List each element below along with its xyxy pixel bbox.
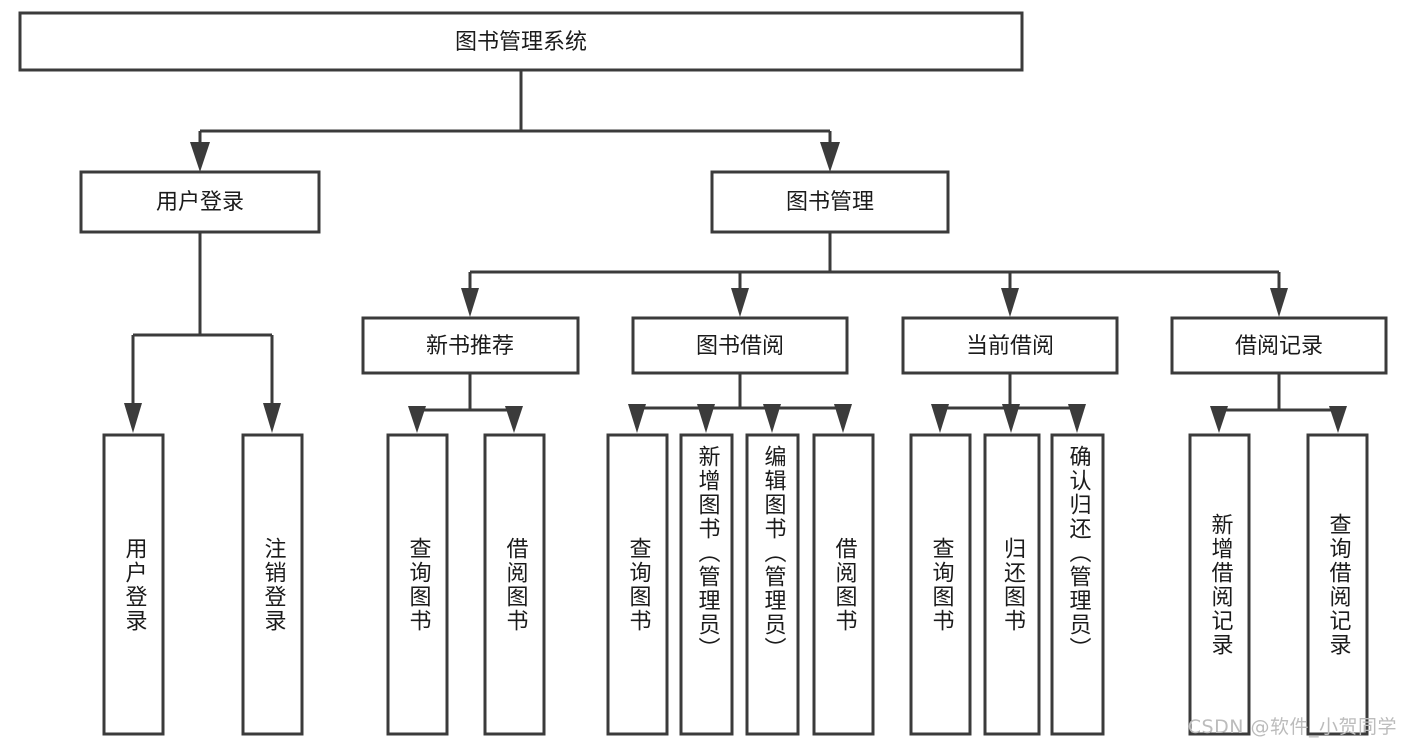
leaf-box-query-book-3[interactable] [909,433,972,736]
leaf-box-logout[interactable] [241,433,304,736]
node-current-borrow-box[interactable] [901,316,1119,375]
leaf-box-confirm-return[interactable] [1050,433,1105,736]
connector-group-user-login [124,232,281,433]
arrow-head-leaf-query-book-3 [931,404,949,433]
leaf-box-add-record[interactable] [1188,433,1251,736]
leaf-box-borrow-book-2[interactable] [812,433,875,736]
leaf-box-query-book-2[interactable] [606,433,669,736]
connector-group-book-borrow [628,373,852,433]
leaf-box-user-login[interactable] [102,433,165,736]
node-current-borrow-label: 当前借阅 [966,334,1054,359]
node-user-login-box[interactable] [79,170,321,234]
node-current-borrow[interactable]: 当前借阅 [901,316,1119,375]
arrow-head-new-book-rec [461,288,479,317]
node-book-manage-label: 图书管理 [786,190,874,215]
arrow-head-leaf-add-record [1210,406,1228,433]
leaf-box-borrow-book-1[interactable] [483,433,546,736]
arrow-head-leaf-query-book-1 [408,406,426,433]
leaf-box-query-book-1[interactable] [386,433,449,736]
node-user-login-label: 用户登录 [156,190,244,215]
connector-group-root [190,70,840,172]
arrow-head-leaf-query-record [1329,406,1347,433]
arrow-head-current-borrow [1001,288,1019,317]
node-book-manage[interactable]: 图书管理 [710,170,950,234]
arrow-head-borrow-record [1270,288,1288,317]
connector-group-borrow-record [1210,373,1347,433]
node-book-manage-box[interactable] [710,170,950,234]
arrow-head-leaf-return-book [1002,404,1020,433]
arrow-head-leaf-borrow-book-2 [834,404,852,433]
node-new-book-rec[interactable]: 新书推荐 [361,316,580,375]
arrow-head-leaf-logout [263,403,281,433]
csdn-watermark: CSDN @软件_小贺同学 [1187,716,1397,738]
node-book-borrow[interactable]: 图书借阅 [631,316,849,375]
arrow-head-leaf-confirm-return [1068,404,1086,433]
node-new-book-rec-label: 新书推荐 [426,334,514,359]
arrow-head-leaf-add-book [697,404,715,433]
arrow-head-leaf-query-book-2 [628,404,646,433]
node-root[interactable]: 图书管理系统 [18,11,1024,72]
node-new-book-rec-box[interactable] [361,316,580,375]
connector-group-book-manage [461,232,1288,317]
arrow-head-leaf-edit-book [763,404,781,433]
connector-group-new-book-rec [408,373,523,433]
arrow-head-leaf-user-login [124,403,142,433]
node-book-borrow-box[interactable] [631,316,849,375]
arrow-head-book-borrow [731,288,749,317]
node-borrow-record[interactable]: 借阅记录 [1170,316,1388,375]
connector-group-current-borrow [931,373,1086,433]
node-root-box[interactable] [18,11,1024,72]
arrow-head-user-login [190,142,210,172]
arrow-head-leaf-borrow-book-1 [505,406,523,433]
arrow-head-book-manage [820,142,840,172]
leaf-box-edit-book[interactable] [745,433,800,736]
node-borrow-record-label: 借阅记录 [1235,334,1323,359]
node-borrow-record-box[interactable] [1170,316,1388,375]
leaf-box-return-book[interactable] [983,433,1041,736]
node-user-login[interactable]: 用户登录 [79,170,321,234]
leaf-boxes [102,433,1369,736]
node-book-borrow-label: 图书借阅 [696,334,784,359]
leaf-box-query-record[interactable] [1306,433,1369,736]
leaf-box-add-book[interactable] [679,433,734,736]
node-root-label: 图书管理系统 [455,30,587,55]
